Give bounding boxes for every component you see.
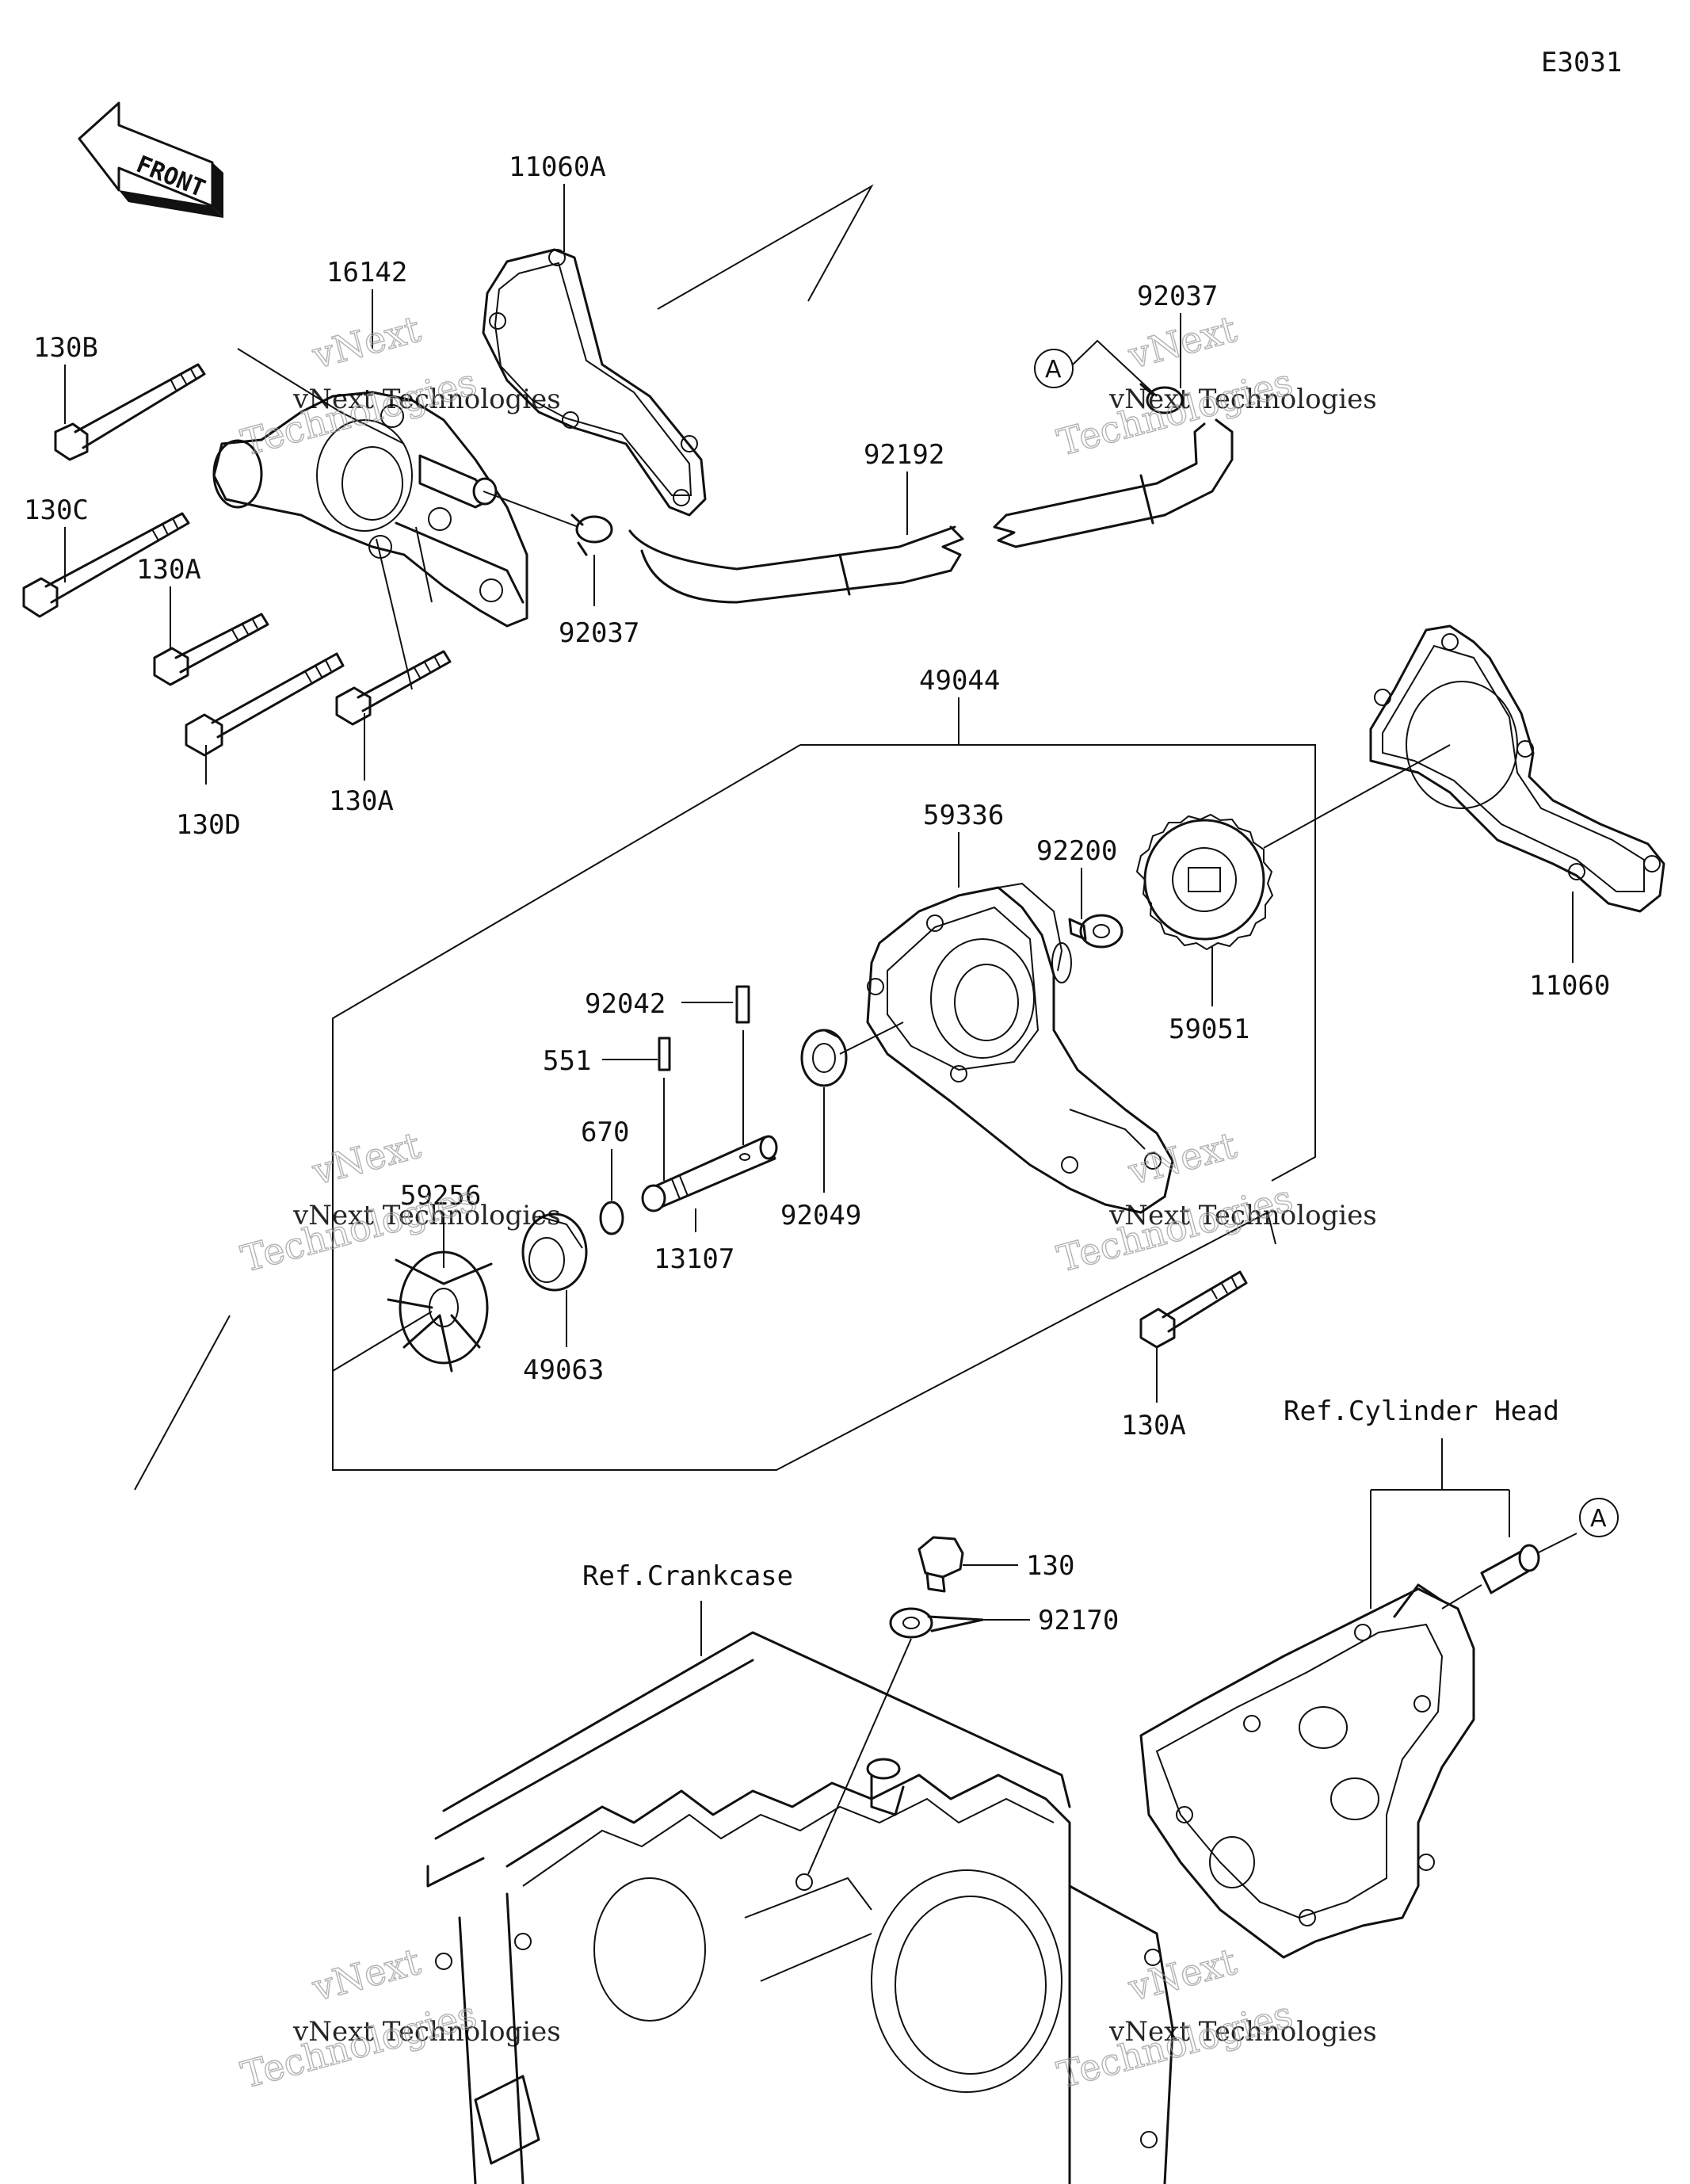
part-label-92037-1: 92037: [559, 617, 639, 649]
gasket-11060-drawing: [1369, 624, 1665, 913]
watermark-vnext: vNext: [1123, 1124, 1242, 1193]
gasket-11060a-drawing: [482, 248, 707, 517]
part-label-92037-2: 92037: [1137, 281, 1218, 312]
washer-92200-drawing: [1068, 914, 1123, 949]
watermark-mid-left: vNext vNext Technologies Technologies: [236, 1123, 561, 1281]
watermark-vnext: vNext: [307, 1940, 425, 2010]
part-label-130: 130: [1026, 1550, 1074, 1582]
ref-cylinder-head-label: Ref.Cylinder Head: [1284, 1396, 1559, 1427]
part-label-59051: 59051: [1169, 1014, 1249, 1045]
shaft-13107-drawing: [641, 1135, 778, 1212]
clamp-92037-2-drawing: [1139, 383, 1184, 414]
bolt-130a-1-drawing: [153, 613, 269, 686]
part-label-130d: 130D: [176, 809, 241, 841]
washer-92170-drawing: [889, 1607, 984, 1639]
ref-crankcase-label: Ref.Crankcase: [582, 1560, 793, 1592]
clamp-92037-1-drawing: [570, 514, 613, 556]
front-arrow-icon: FRONT: [78, 101, 223, 218]
bolt-130a-2-drawing: [335, 650, 452, 726]
watermark-bottom-left: vNext vNext Technologies Technologies: [236, 1939, 561, 2097]
impeller-59256-drawing: [387, 1250, 493, 1373]
watermark-vnext: vNext: [1123, 307, 1242, 377]
callout-a-right: A: [1579, 1498, 1619, 1537]
watermark-text: vNext Technologies: [1108, 1200, 1377, 1231]
callout-a-right-label: A: [1590, 1505, 1607, 1533]
part-label-670: 670: [581, 1117, 629, 1148]
pump-body-59336-drawing: [866, 882, 1174, 1214]
seal-92049-drawing: [800, 1029, 848, 1087]
watermark-text: vNext Technologies: [1108, 2016, 1377, 2048]
watermark-vnext: vNext: [307, 307, 425, 377]
gear-59051-drawing: [1135, 813, 1274, 951]
part-label-92200: 92200: [1036, 835, 1117, 867]
hose-92192-drawing: [628, 418, 1234, 604]
part-label-59256: 59256: [400, 1180, 481, 1212]
part-label-11060: 11060: [1529, 970, 1610, 1002]
bolt-130b-drawing: [54, 363, 206, 461]
callout-a-top-label: A: [1045, 356, 1062, 384]
part-label-92170: 92170: [1038, 1605, 1119, 1636]
part-label-92042: 92042: [585, 988, 666, 1020]
cylinder-head-drawing: [1139, 1583, 1475, 1959]
seal-49063-drawing: [521, 1212, 588, 1292]
part-label-49063: 49063: [523, 1354, 604, 1386]
watermark-bottom-right: vNext vNext Technologies Technologies: [1052, 1939, 1377, 2097]
bolt-130c-drawing: [22, 512, 190, 618]
pin-551-drawing: [658, 1037, 671, 1181]
part-label-92192: 92192: [864, 439, 944, 471]
part-label-49044: 49044: [919, 665, 1000, 697]
part-label-130b: 130B: [33, 332, 98, 364]
watermark-text: vNext Technologies: [1108, 384, 1377, 415]
part-label-130a-1: 130A: [136, 554, 201, 586]
oring-670-drawing: [599, 1201, 624, 1235]
part-label-13107: 13107: [654, 1243, 734, 1275]
crankcase-drawing: [426, 1631, 1174, 2184]
part-label-551: 551: [543, 1045, 591, 1077]
bolt-130a-3-drawing: [1139, 1270, 1248, 1349]
part-label-16142: 16142: [326, 257, 407, 288]
watermark-vnext: vNext: [1123, 1940, 1242, 2010]
part-label-92049: 92049: [780, 1200, 861, 1231]
nipple-a-drawing: [1480, 1544, 1540, 1594]
watermark-text: vNext Technologies: [292, 384, 561, 415]
part-label-130a-3: 130A: [1121, 1410, 1186, 1441]
pin-92042-drawing: [735, 985, 750, 1145]
bolt-130-drawing: [917, 1536, 964, 1593]
diagram-id: E3031: [1541, 47, 1622, 78]
watermark-text: vNext Technologies: [292, 2016, 561, 2048]
watermark-top-right: vNext vNext Technologies Technologies: [1052, 307, 1377, 464]
pump-cover-drawing: [212, 391, 528, 628]
callout-a-top: A: [1034, 339, 1158, 397]
part-label-130c: 130C: [24, 494, 89, 526]
part-label-130a-2: 130A: [329, 785, 394, 817]
part-label-59336: 59336: [923, 800, 1004, 831]
watermark-text: vNext Technologies: [292, 1200, 561, 1231]
bolt-130d-drawing: [185, 652, 345, 757]
part-label-11060a: 11060A: [509, 151, 606, 183]
